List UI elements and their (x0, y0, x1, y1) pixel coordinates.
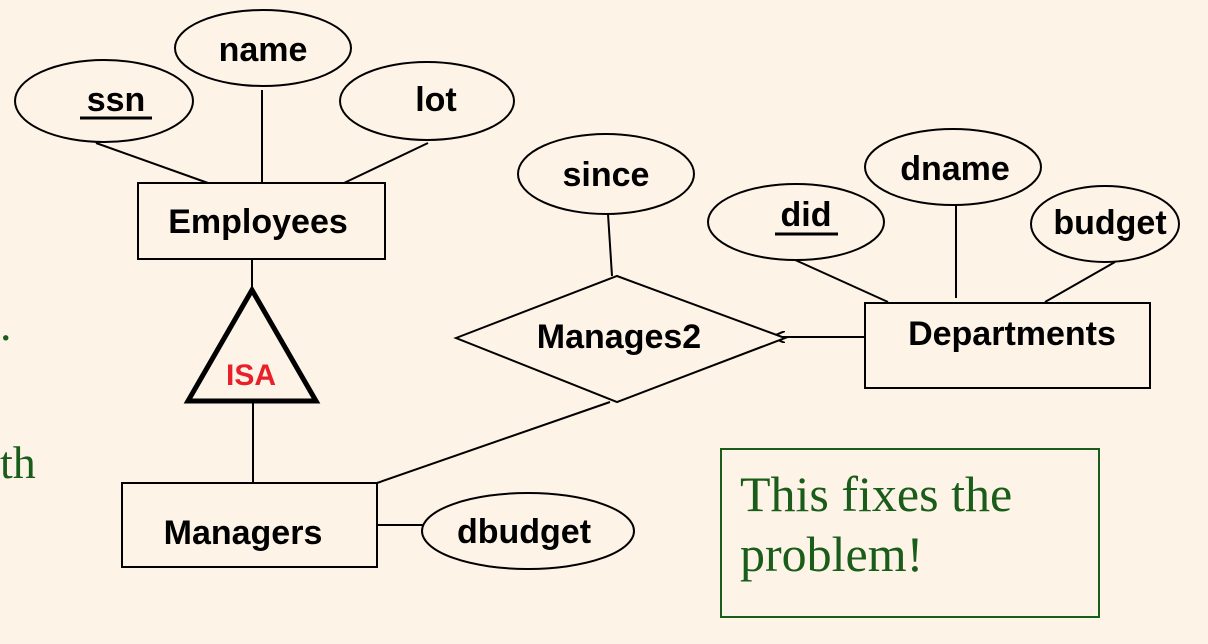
attribute-dbudget: dbudget (421, 492, 635, 570)
attribute-budget: budget (1030, 185, 1180, 263)
manages2-label: Manages2 (537, 318, 701, 356)
employees-entity: Employees (137, 182, 386, 260)
attribute-did: did (707, 183, 885, 261)
managers-entity: Managers (121, 482, 378, 568)
departments-entity: Departments (864, 302, 1151, 389)
note-line-1: This fixes the (740, 466, 1013, 522)
did-label: did (781, 196, 832, 234)
attribute-lot: lot (339, 61, 515, 141)
left-text-fragment-1: . (0, 299, 12, 350)
attribute-ssn: ssn (14, 59, 194, 143)
lot-label: lot (415, 81, 457, 119)
connector-lines (95, 90, 1116, 526)
budget-label: budget (1053, 204, 1166, 242)
attribute-name: name (174, 9, 352, 87)
attribute-since: since (517, 133, 695, 215)
managers-label: Managers (164, 514, 323, 552)
dbudget-label: dbudget (457, 513, 591, 551)
ssn-label: ssn (87, 81, 146, 119)
left-text-fragment-2: th (0, 437, 36, 488)
note-box: This fixes the problem! (720, 448, 1100, 618)
attribute-dname: dname (864, 128, 1042, 206)
employees-label: Employees (168, 203, 348, 241)
dname-label: dname (900, 150, 1010, 188)
note-line-2: problem! (740, 526, 924, 582)
name-label: name (219, 31, 308, 69)
isa-triangle: ISA (183, 284, 321, 404)
manages2-relationship: Manages2 (453, 274, 788, 404)
isa-label: ISA (226, 359, 276, 392)
since-label: since (563, 156, 650, 194)
departments-label: Departments (908, 315, 1116, 353)
